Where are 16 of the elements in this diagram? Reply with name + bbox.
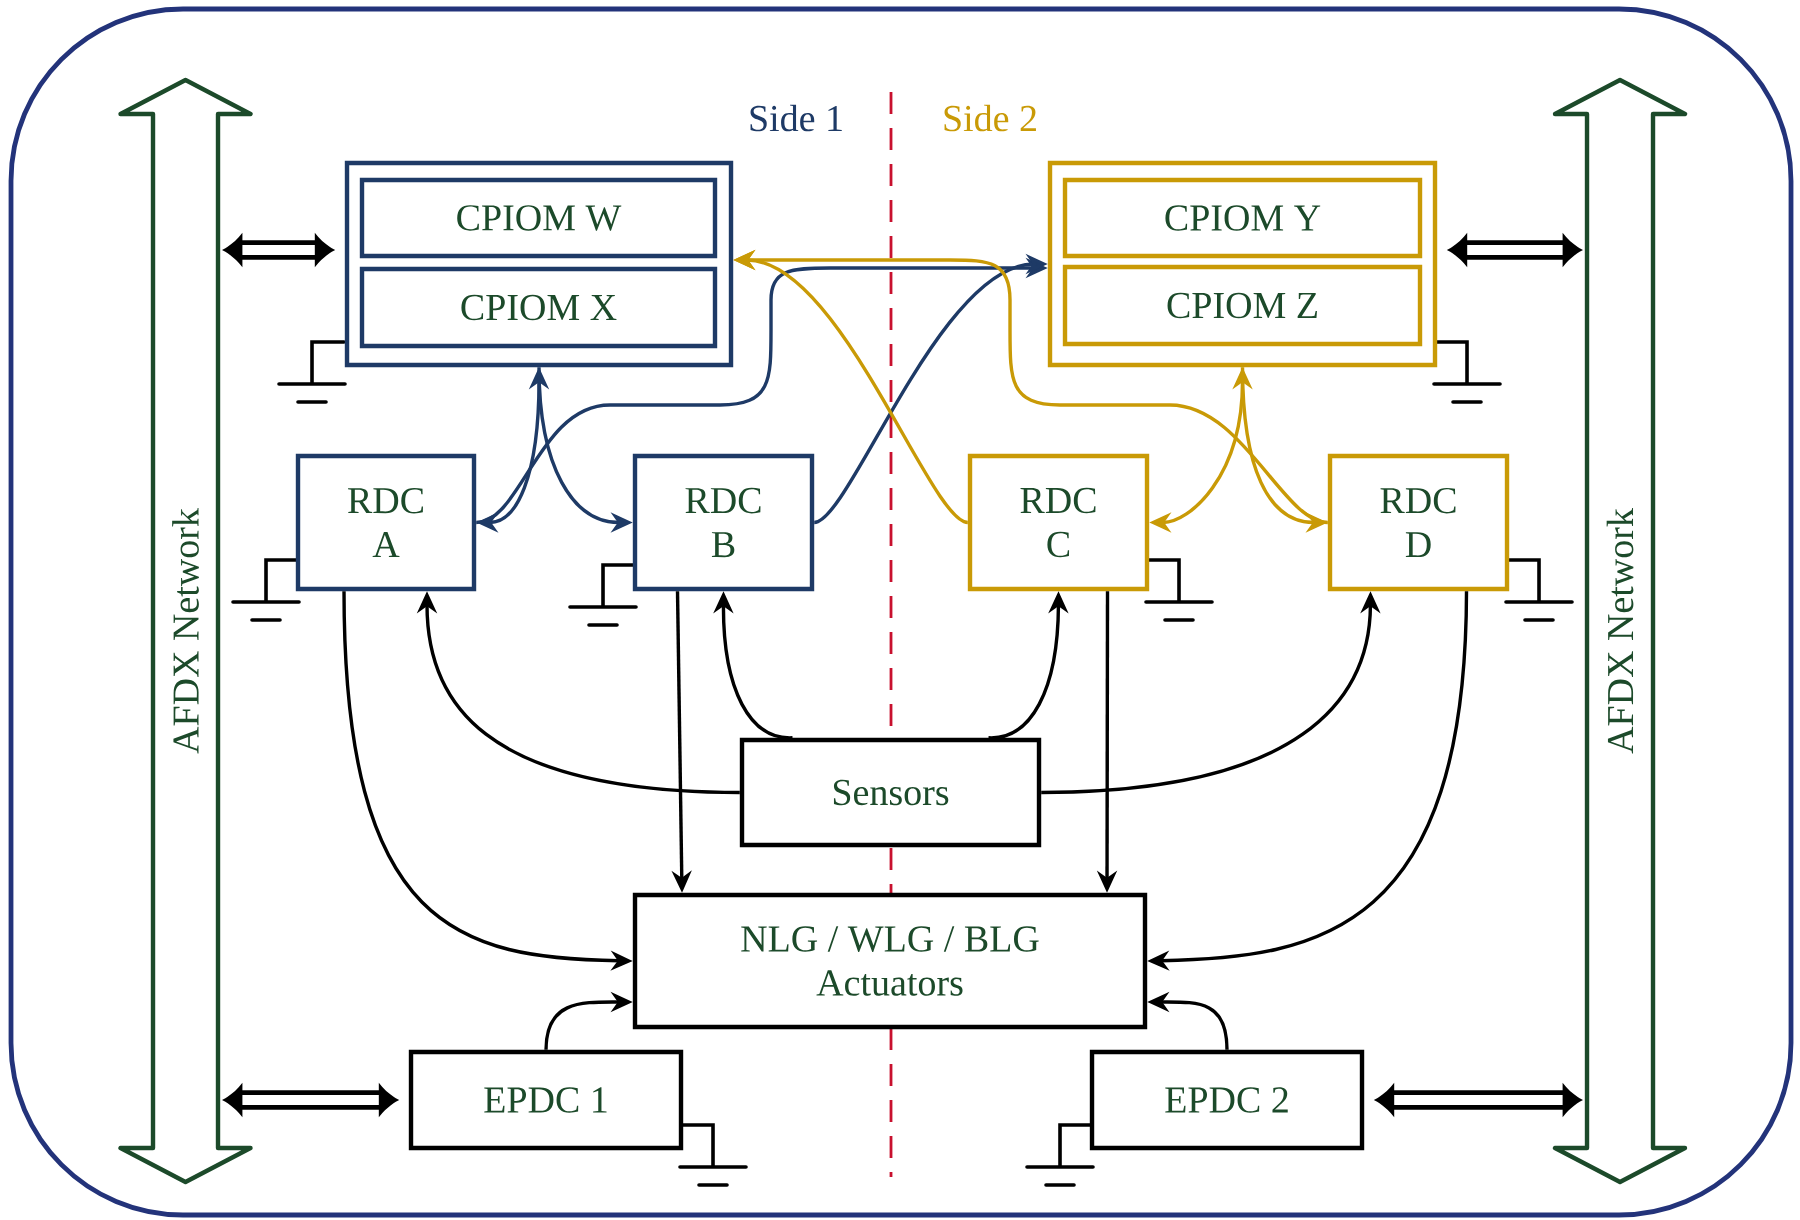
rdc-box: RDC C	[967, 453, 1150, 592]
rdc-box: RDC D	[1327, 453, 1510, 592]
sensor-box: Sensors	[739, 737, 1042, 848]
power-box: EPDC 2	[1089, 1049, 1365, 1151]
rdc-box: RDC B	[632, 453, 815, 592]
cabinet-box	[344, 160, 734, 368]
module-box: CPIOM Z	[1062, 264, 1423, 347]
module-box: CPIOM W	[359, 177, 718, 259]
side-label: Side 2	[944, 104, 1036, 132]
cabinet-box	[1047, 160, 1438, 368]
actuator-box: NLG / WLG / BLG Actuators	[632, 892, 1148, 1030]
side-label: Side 1	[750, 104, 842, 132]
module-box: CPIOM X	[359, 266, 718, 349]
rdc-box: RDC A	[295, 453, 477, 592]
module-box: CPIOM Y	[1062, 177, 1423, 259]
power-box: EPDC 1	[408, 1049, 684, 1151]
